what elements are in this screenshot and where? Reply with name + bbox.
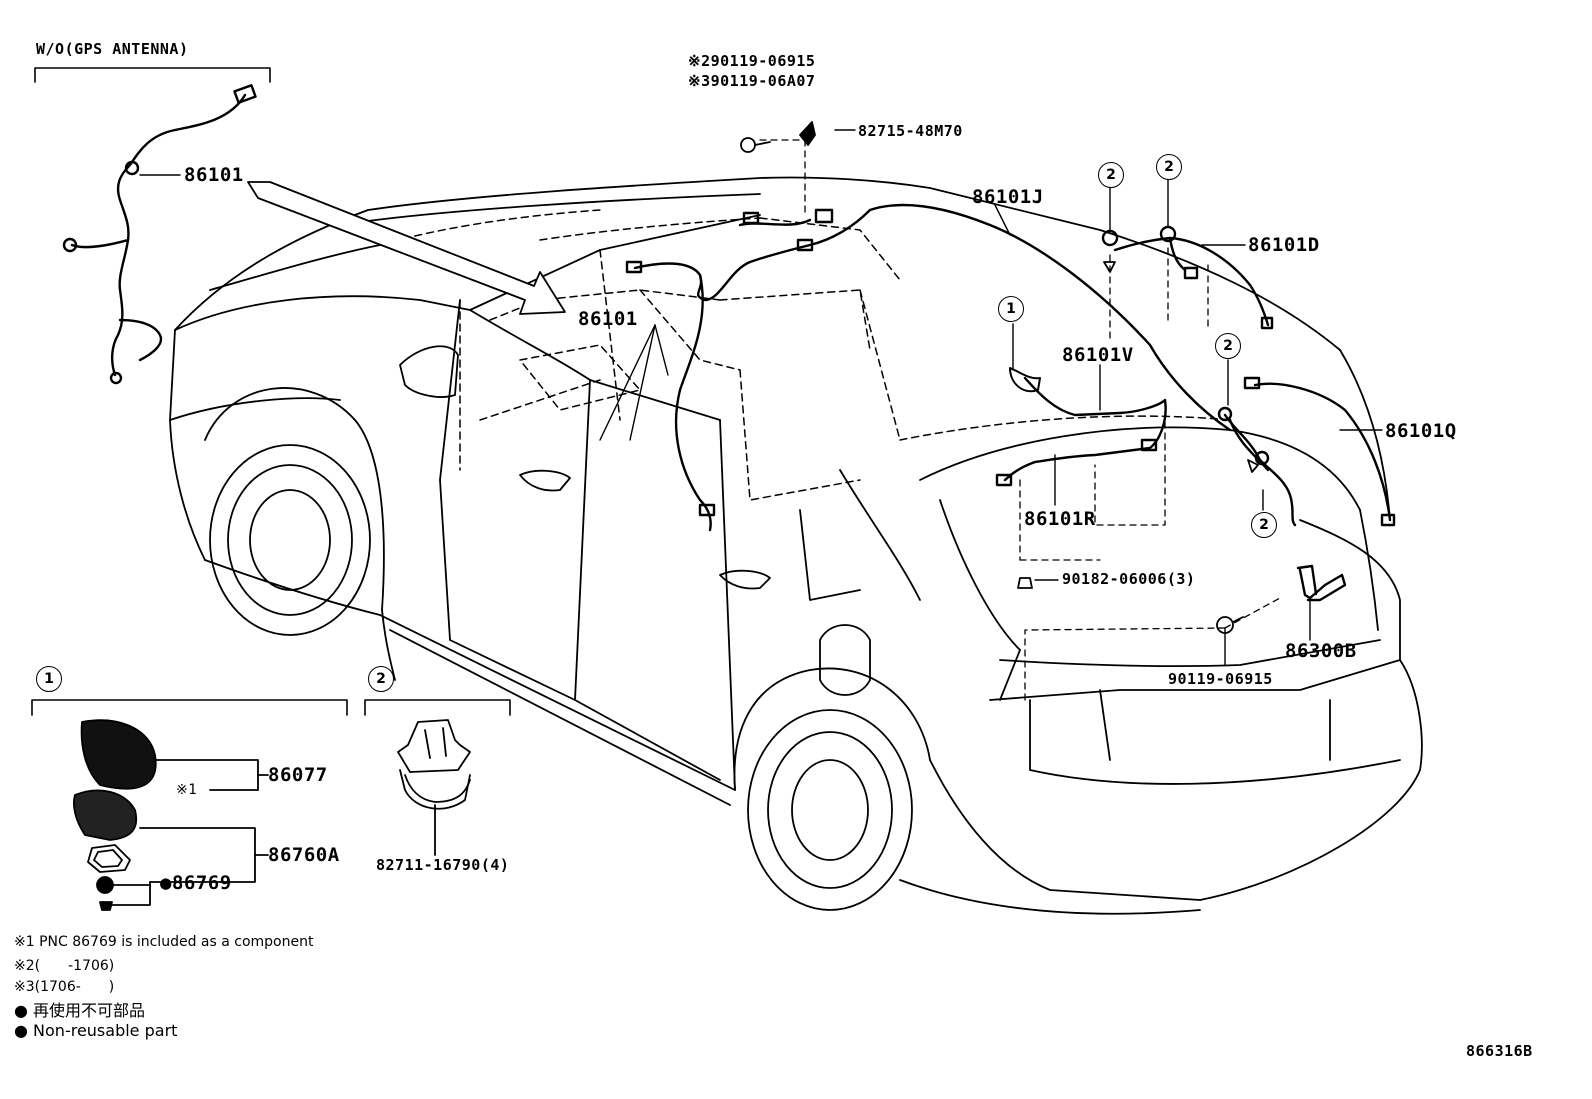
- callout-2-d: 2: [1251, 512, 1277, 538]
- callout-2-inset: 2: [368, 666, 394, 692]
- part-82715-48m70[interactable]: 82715-48M70: [858, 122, 963, 140]
- leader-lines: [139, 129, 1383, 666]
- figure-id: 866316B: [1466, 1042, 1533, 1060]
- fastener-icons: [740, 121, 1259, 634]
- antenna-inset-art: [72, 719, 269, 911]
- note-marker-1: ※1: [176, 782, 198, 798]
- part-90119-06915-rear[interactable]: 90119-06915: [1168, 670, 1273, 688]
- part-90119-06a07-note3[interactable]: ※390119-06A07: [688, 72, 816, 90]
- part-86101-main[interactable]: 86101: [578, 308, 638, 330]
- footnote-non-reusable-en: ● Non-reusable part: [14, 1021, 178, 1040]
- dashed-leaders: [759, 139, 1281, 701]
- part-90119-06915-note2[interactable]: ※290119-06915: [688, 52, 816, 70]
- part-90182-06006[interactable]: 90182-06006(3): [1062, 570, 1196, 588]
- part-86760a[interactable]: 86760A: [268, 844, 340, 866]
- clip-inset-art: [397, 719, 471, 856]
- location-arrow: [247, 181, 566, 315]
- part-86077[interactable]: 86077: [268, 764, 328, 786]
- footnote-1: ※1 PNC 86769 is included as a component: [14, 934, 314, 950]
- part-86769[interactable]: ●86769: [160, 872, 232, 894]
- callout-1-roof: 1: [998, 296, 1024, 322]
- part-86101r[interactable]: 86101R: [1024, 508, 1096, 530]
- footnote-3: ※3(1706- ): [14, 979, 115, 995]
- callout-2-c: 2: [1215, 333, 1241, 359]
- wire-harnesses: [62, 84, 1396, 602]
- callout-2-b: 2: [1156, 154, 1182, 180]
- footnote-2: ※2( -1706): [14, 958, 115, 974]
- footnote-non-reusable-ja: ● 再使用不可部品: [14, 1001, 146, 1020]
- part-86101j[interactable]: 86101J: [972, 186, 1044, 208]
- part-86300b[interactable]: 86300B: [1285, 640, 1357, 662]
- interior-dashed: [379, 209, 1231, 501]
- callout-2-a: 2: [1098, 162, 1124, 188]
- part-86101d[interactable]: 86101D: [1248, 234, 1320, 256]
- part-86101v[interactable]: 86101V: [1062, 344, 1134, 366]
- part-86101q[interactable]: 86101Q: [1385, 420, 1457, 442]
- wo-gps-antenna-label: W/O(GPS ANTENNA): [36, 40, 189, 58]
- part-86101-standalone[interactable]: 86101: [184, 164, 244, 186]
- callout-1-inset: 1: [36, 666, 62, 692]
- part-82711-16790[interactable]: 82711-16790(4): [376, 856, 510, 874]
- group-brackets: [31, 67, 511, 716]
- vehicle-body: [169, 176, 1423, 915]
